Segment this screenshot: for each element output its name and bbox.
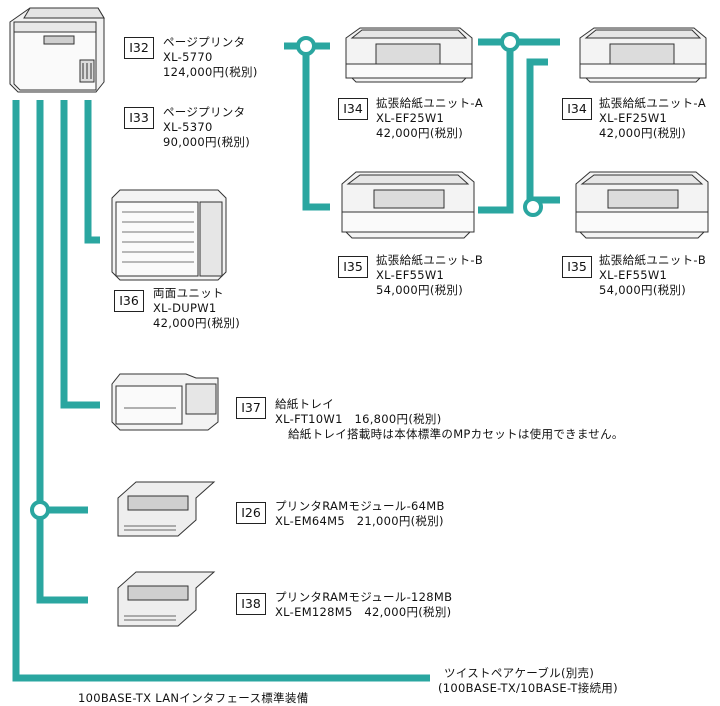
product-code-i35-2: I35 <box>562 256 592 278</box>
product-model-i32: XL-5770 <box>163 50 213 64</box>
product-code-i26: I26 <box>236 502 266 524</box>
product-model-i35-1: XL-EF55W1 <box>376 268 445 282</box>
cable-label-detail: (100BASE-TX/10BASE-T接続用) <box>438 681 618 695</box>
ram-module-64-illustration <box>117 481 216 537</box>
product-code-i38: I38 <box>236 593 266 615</box>
product-code-i34-1: I34 <box>338 98 368 120</box>
feeder-unit-b-1 <box>341 171 475 239</box>
product-price-i35-1: 54,000円(税別) <box>376 283 464 297</box>
feeder-unit-a-1 <box>345 27 473 83</box>
product-price-i32: 124,000円(税別) <box>163 65 258 79</box>
trunk-line-lan <box>12 100 430 682</box>
product-code-i34-2: I34 <box>562 98 592 120</box>
product-name-i37: 給紙トレイ <box>275 397 334 411</box>
product-price-i34-2: 42,000円(税別) <box>599 126 687 140</box>
lan-interface-note: 100BASE-TX LANインタフェース標準装備 <box>78 691 309 705</box>
product-name-i35-1: 拡張給紙ユニット-B <box>376 253 484 267</box>
product-price-i34-1: 42,000円(税別) <box>376 126 464 140</box>
product-name-i34-1: 拡張給紙ユニット-A <box>376 96 484 110</box>
paper-tray-illustration <box>111 373 219 431</box>
product-name-i36: 両面ユニット <box>153 286 224 300</box>
product-name-i26: プリンタRAMモジュール-64MB <box>275 499 445 513</box>
trunk-line-tray <box>60 100 100 409</box>
product-model-i34-1: XL-EF25W1 <box>376 111 445 125</box>
product-code-i32: I32 <box>124 37 154 59</box>
product-model-price-i38: XL-EM128M5 42,000円(税別) <box>275 605 452 619</box>
printer-illustration <box>9 7 105 93</box>
product-price-i36: 42,000円(税別) <box>153 316 241 330</box>
feeder-line-right <box>478 38 560 214</box>
product-price-i33: 90,000円(税別) <box>163 135 251 149</box>
product-name-i33: ページプリンタ <box>163 105 246 119</box>
product-code-i36: I36 <box>114 290 144 312</box>
product-model-price-i37: XL-FT10W1 16,800円(税別) <box>275 412 442 426</box>
product-name-i32: ページプリンタ <box>163 35 246 49</box>
product-code-i37: I37 <box>236 397 266 419</box>
junction-memory <box>30 500 50 520</box>
junction-feeder-top <box>500 32 520 52</box>
trunk-line-duplex <box>84 100 100 244</box>
cable-label: ツイストペアケーブル(別売) <box>444 666 595 680</box>
feeder-line-left <box>284 42 330 211</box>
feeder-unit-b-2 <box>575 171 709 239</box>
product-name-i38: プリンタRAMモジュール-128MB <box>275 590 453 604</box>
product-model-price-i26: XL-EM64M5 21,000円(税別) <box>275 514 444 528</box>
product-code-i33: I33 <box>124 107 154 129</box>
product-model-i36: XL-DUPW1 <box>153 301 217 315</box>
product-price-i35-2: 54,000円(税別) <box>599 283 687 297</box>
trunk-line-memory <box>36 100 88 604</box>
product-name-i35-2: 拡張給紙ユニット-B <box>599 253 707 267</box>
junction-printer-feeder <box>296 36 316 56</box>
product-model-i35-2: XL-EF55W1 <box>599 268 668 282</box>
product-note-i37: 給紙トレイ搭載時は本体標準のMPカセットは使用できません。 <box>288 427 624 441</box>
feeder-unit-a-2 <box>579 27 707 83</box>
junction-feeder-bottom <box>523 197 543 217</box>
duplex-unit-illustration <box>111 189 227 281</box>
ram-module-128-illustration <box>117 571 216 627</box>
product-model-i33: XL-5370 <box>163 120 213 134</box>
product-name-i34-2: 拡張給紙ユニット-A <box>599 96 707 110</box>
product-code-i35-1: I35 <box>338 256 368 278</box>
product-model-i34-2: XL-EF25W1 <box>599 111 668 125</box>
feeder-line-right-b <box>526 58 560 204</box>
